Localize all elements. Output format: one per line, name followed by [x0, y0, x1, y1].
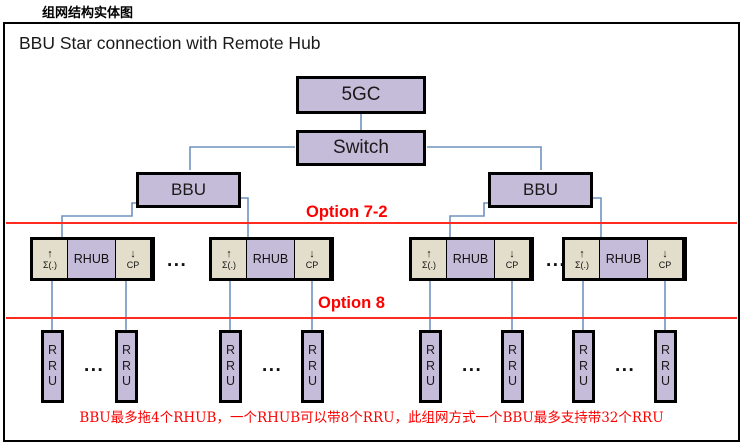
node-rru-4-l1: R	[307, 343, 318, 358]
rhub-unit-2[interactable]: ↑ Σ(.) RHUB ↓ CP	[209, 237, 334, 281]
rhub-unit-3-name: RHUB	[447, 240, 494, 278]
rhub-unit-2-downlink-label: CP	[305, 259, 319, 270]
down-arrow-icon: ↓	[509, 247, 515, 260]
up-arrow-icon: ↑	[426, 247, 432, 260]
node-switch-label: Switch	[333, 137, 389, 158]
node-rru-3[interactable]: R R U	[219, 330, 242, 403]
down-arrow-icon: ↓	[309, 247, 315, 260]
rhub-unit-2-uplink-label: Σ(.)	[221, 259, 237, 270]
rhub-unit-1-uplink-cell: ↑ Σ(.)	[33, 240, 67, 278]
node-rru-5[interactable]: R R U	[419, 330, 442, 403]
node-bbu-right-label: BBU	[523, 180, 558, 199]
up-arrow-icon: ↑	[226, 247, 232, 260]
node-rru-1[interactable]: R R U	[41, 330, 64, 403]
rhub-unit-3[interactable]: ↑ Σ(.) RHUB ↓ CP	[409, 237, 534, 281]
rhub-unit-1-name: RHUB	[68, 240, 115, 278]
up-arrow-icon: ↑	[579, 247, 585, 260]
node-bbu-left-label: BBU	[171, 180, 206, 199]
rhub-unit-2-uplink-cell: ↑ Σ(.)	[212, 240, 246, 278]
rhub-unit-3-uplink-cell: ↑ Σ(.)	[412, 240, 446, 278]
node-rru-5-l1: R	[425, 343, 436, 358]
up-arrow-icon: ↑	[47, 247, 53, 260]
rhub-unit-1-uplink-label: Σ(.)	[42, 259, 58, 270]
node-rru-5-l3: U	[425, 374, 436, 389]
rru-ellipsis-1: ...	[84, 355, 105, 376]
page-title: BBU Star connection with Remote Hub	[19, 33, 321, 53]
node-rru-8-l3: U	[660, 374, 671, 389]
node-rru-2-l1: R	[121, 343, 132, 358]
down-arrow-icon: ↓	[662, 247, 668, 260]
node-rru-4-l2: R	[307, 358, 318, 373]
node-rru-6-l3: U	[507, 374, 518, 389]
rhub-unit-4-uplink-label: Σ(.)	[574, 259, 590, 270]
node-rru-7-l2: R	[578, 358, 589, 373]
node-rru-3-l3: U	[225, 374, 236, 389]
rhub-unit-4-downlink-cell: ↓ CP	[648, 240, 682, 278]
node-rru-1-l2: R	[47, 358, 58, 373]
node-rru-2-l2: R	[121, 358, 132, 373]
rhub-unit-3-downlink-label: CP	[505, 259, 519, 270]
rhub-unit-4-name: RHUB	[600, 240, 647, 278]
node-rru-1-l1: R	[47, 343, 58, 358]
node-rru-6[interactable]: R R U	[501, 330, 524, 403]
rhub-ellipsis-right: ...	[546, 250, 567, 271]
rhub-unit-2-downlink-cell: ↓ CP	[295, 240, 329, 278]
node-rru-6-l2: R	[507, 358, 518, 373]
rhub-unit-3-downlink-cell: ↓ CP	[495, 240, 529, 278]
node-rru-2[interactable]: R R U	[115, 330, 138, 403]
node-rru-5-l2: R	[425, 358, 436, 373]
rhub-unit-3-uplink-label: Σ(.)	[421, 259, 437, 270]
node-rru-1-l3: U	[47, 374, 58, 389]
option-8-rule	[6, 317, 737, 319]
node-rru-7-l1: R	[578, 343, 589, 358]
rhub-unit-4-uplink-cell: ↑ Σ(.)	[565, 240, 599, 278]
rhub-unit-1[interactable]: ↑ Σ(.) RHUB ↓ CP	[30, 237, 155, 281]
option-7-2-rule	[6, 222, 737, 224]
down-arrow-icon: ↓	[130, 247, 136, 260]
header-tab: 组网结构实体图	[0, 0, 743, 22]
rru-ellipsis-4: ...	[615, 355, 636, 376]
option-7-2-label: Option 7-2	[306, 203, 388, 221]
node-rru-8-l2: R	[660, 358, 671, 373]
node-rru-4[interactable]: R R U	[301, 330, 324, 403]
node-rru-8[interactable]: R R U	[654, 330, 677, 403]
node-rru-3-l2: R	[225, 358, 236, 373]
node-5gc[interactable]: 5GC	[296, 76, 426, 114]
node-5gc-label: 5GC	[341, 84, 381, 105]
option-8-label: Option 8	[318, 294, 385, 312]
rhub-unit-1-downlink-cell: ↓ CP	[116, 240, 150, 278]
rhub-unit-4[interactable]: ↑ Σ(.) RHUB ↓ CP	[562, 237, 687, 281]
node-rru-8-l1: R	[660, 343, 671, 358]
rhub-unit-1-downlink-label: CP	[126, 259, 140, 270]
rhub-unit-2-name: RHUB	[247, 240, 294, 278]
diagram-caption: BBU最多拖4个RHUB，一个RHUB可以带8个RRU，此组网方式一个BBU最多…	[79, 410, 664, 426]
node-rru-6-l1: R	[507, 343, 518, 358]
node-bbu-left[interactable]: BBU	[136, 172, 241, 208]
rru-ellipsis-2: ...	[262, 355, 283, 376]
node-switch[interactable]: Switch	[296, 130, 426, 166]
rhub-ellipsis-left: ...	[167, 250, 188, 271]
node-rru-7-l3: U	[578, 374, 589, 389]
node-rru-3-l1: R	[225, 343, 236, 358]
node-rru-7[interactable]: R R U	[572, 330, 595, 403]
rru-ellipsis-3: ...	[462, 355, 483, 376]
node-rru-2-l3: U	[121, 374, 132, 389]
rhub-unit-4-downlink-label: CP	[658, 259, 672, 270]
header-tab-label: 组网结构实体图	[42, 6, 134, 21]
node-rru-4-l3: U	[307, 374, 318, 389]
node-bbu-right[interactable]: BBU	[488, 172, 593, 208]
